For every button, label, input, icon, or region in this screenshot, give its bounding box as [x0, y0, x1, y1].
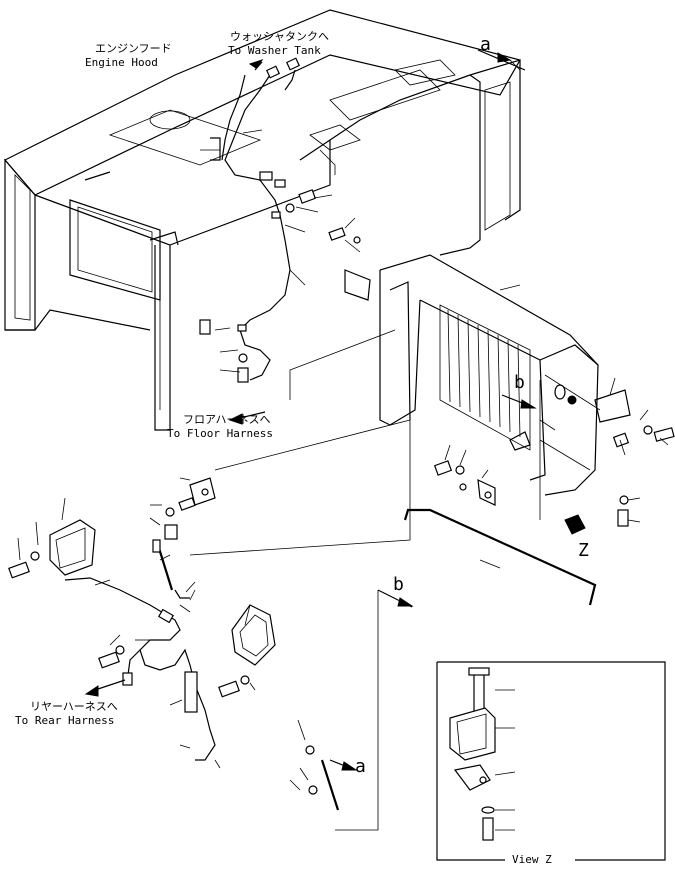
side-cover [379, 254, 601, 520]
rear-harness-en-label: To Rear Harness [15, 714, 114, 727]
reference-arrows [84, 49, 586, 771]
rear-harness [64, 577, 216, 761]
floor-harness-jp-label: フロアハーネスへ [183, 413, 271, 426]
latch-assembly [554, 384, 675, 527]
hinge-assembly [164, 477, 216, 540]
gas-spring-right [289, 719, 340, 811]
ref-b-label-cover: b [514, 372, 525, 393]
gas-spring-left [152, 539, 196, 613]
washer-tank-en-label: To Washer Tank [228, 44, 321, 57]
grille [447, 309, 521, 438]
work-lamp-left [8, 519, 96, 579]
ref-a-label-bottom: a [355, 756, 366, 777]
engine-hood-en-label: Engine Hood [85, 56, 158, 69]
rear-harness-jp-label: リヤーハーネスへ [30, 700, 118, 713]
engine-hood-jp-label: エンジンフード [95, 42, 172, 55]
washer-harness [200, 57, 301, 381]
reference-leaders [189, 59, 521, 831]
view-z-caption: View Z [512, 853, 552, 865]
text-labels: エンジンフード Engine Hood ウォッシャタンクへ To Washer … [15, 30, 589, 866]
view-z-arrow-label: Z [578, 540, 589, 561]
ref-a-label-top: a [480, 34, 491, 55]
engine-hood [4, 9, 521, 431]
bolt-cluster-top [199, 189, 371, 383]
work-lamp-right [218, 604, 276, 698]
floor-harness-en-label: To Floor Harness [167, 427, 273, 440]
view-z-detail [436, 661, 666, 861]
washer-tank-jp-label: ウォッシャタンクへ [230, 30, 329, 43]
lock-parts [433, 460, 496, 506]
support-rod [403, 508, 597, 606]
callout-leaders [17, 129, 669, 769]
ref-b-label-bottom: b [393, 574, 404, 595]
